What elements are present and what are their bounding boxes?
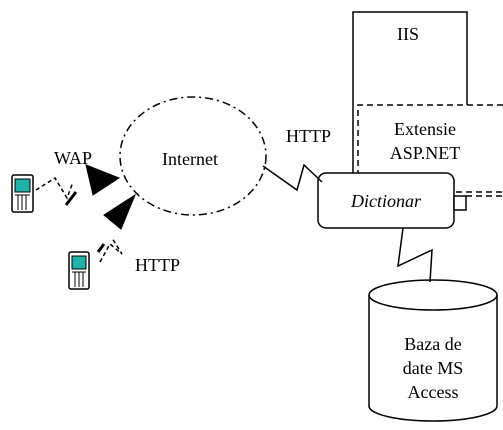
http-server-link — [262, 163, 323, 192]
phone-http-screen — [71, 255, 87, 270]
internet-label: Internet — [162, 149, 218, 169]
phone-wap-screen — [14, 178, 31, 193]
wap-label: WAP — [54, 148, 93, 168]
wap-link — [35, 164, 121, 206]
database-label-line1: Baza de — [404, 334, 462, 354]
database-label-line2: date MS — [402, 358, 464, 378]
http-phone-label: HTTP — [135, 255, 180, 275]
iis-label: IIS — [397, 24, 419, 44]
extension-label-line1: Extensie — [394, 119, 456, 139]
dictionary-port — [453, 195, 467, 211]
database-label-line3: Access — [407, 382, 459, 402]
http-phone-arrowhead — [103, 193, 137, 230]
dictionary-label: Dictionar — [351, 191, 421, 211]
phone-http-icon — [68, 251, 90, 290]
extension-label-line2: ASP.NET — [389, 143, 461, 163]
http-server-label: HTTP — [286, 126, 331, 146]
wap-arrowhead — [85, 164, 121, 196]
database-link — [397, 227, 433, 283]
internet-cloud — [119, 96, 267, 216]
phone-wap-icon — [11, 174, 34, 213]
database-cylinder — [368, 279, 498, 422]
http-phone-link — [96, 193, 137, 263]
